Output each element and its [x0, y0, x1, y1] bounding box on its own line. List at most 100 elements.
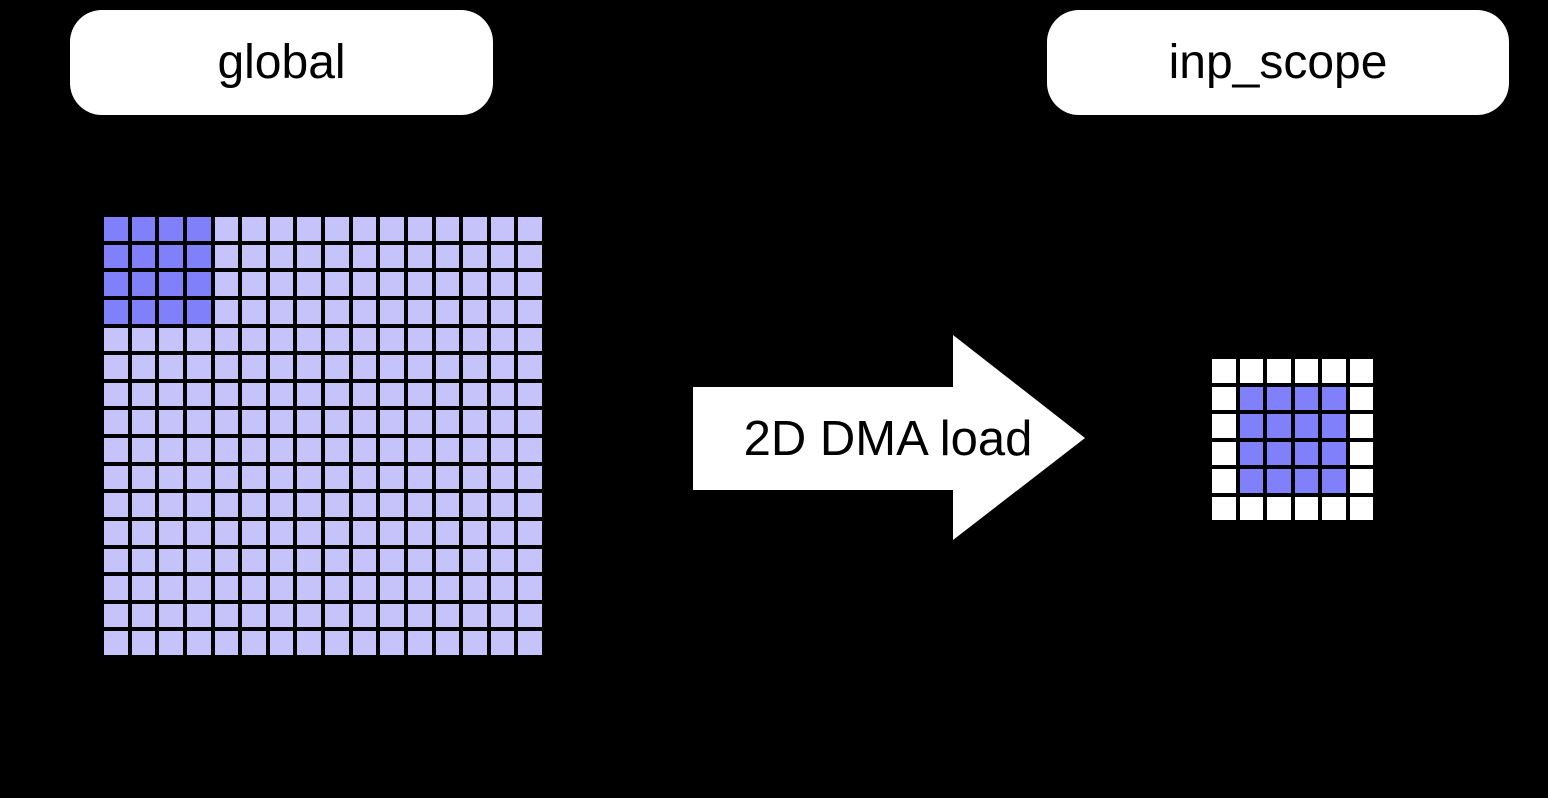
global-grid-cell [323, 463, 351, 492]
global-grid-cell [378, 463, 406, 492]
global-grid-cell [240, 629, 268, 657]
global-grid-cell [267, 380, 296, 409]
global-grid-cell [433, 601, 462, 630]
global-grid-cell [129, 353, 158, 381]
scope-grid-cell [1320, 494, 1348, 522]
global-grid-cell [157, 629, 185, 657]
global-grid-cell [461, 242, 489, 271]
global-grid-cell [405, 436, 434, 464]
scope-grid-cell [1292, 439, 1320, 467]
global-grid-cell [295, 491, 323, 519]
global-grid-cell [378, 242, 406, 271]
global-grid-cell [267, 491, 296, 519]
global-grid-cell [323, 408, 351, 436]
global-grid-cell [378, 518, 406, 547]
global-grid-cell [184, 270, 213, 298]
global-grid-cell [267, 270, 296, 298]
global-grid-cell [184, 380, 213, 409]
global-grid-cell [240, 491, 268, 519]
global-grid-cell [102, 297, 130, 326]
scope-grid-cell [1265, 412, 1293, 440]
global-grid-cell [378, 436, 406, 464]
global-grid-cell [240, 215, 268, 243]
global-grid-cell [184, 518, 213, 547]
global-grid-cell [516, 518, 544, 547]
global-grid-cell [295, 242, 323, 271]
scope-grid-cell [1265, 467, 1293, 495]
global-grid-cell [240, 601, 268, 630]
global-grid-cell [267, 463, 296, 492]
global-grid-cell [102, 601, 130, 630]
global-grid-cell [488, 215, 517, 243]
global-grid-cell [488, 463, 517, 492]
global-grid-cell [433, 325, 462, 354]
global-grid-cell [212, 215, 241, 243]
global-grid-cell [323, 353, 351, 381]
global-grid-cell [157, 408, 185, 436]
global-grid-cell [184, 242, 213, 271]
inp-scope-label: inp_scope [1047, 10, 1509, 115]
scope-grid-cell [1347, 357, 1375, 385]
global-grid-cell [129, 270, 158, 298]
global-grid-cell [461, 601, 489, 630]
scope-grid-cell [1265, 439, 1293, 467]
global-grid-cell [295, 436, 323, 464]
global-grid-cell [240, 242, 268, 271]
global-grid-cell [129, 215, 158, 243]
global-grid-cell [102, 518, 130, 547]
global-grid-cell [488, 574, 517, 602]
global-grid-cell [405, 546, 434, 575]
global-grid-cell [267, 242, 296, 271]
global-grid-cell [378, 491, 406, 519]
global-grid-cell [212, 546, 241, 575]
global-grid-cell [516, 408, 544, 436]
global-grid-cell [184, 436, 213, 464]
global-grid-cell [184, 408, 213, 436]
global-grid-cell [157, 491, 185, 519]
global-grid-cell [488, 270, 517, 298]
global-grid-cell [212, 491, 241, 519]
scope-grid-cell [1210, 384, 1238, 412]
global-grid-cell [516, 297, 544, 326]
scope-grid-cell [1265, 357, 1293, 385]
global-grid-cell [405, 463, 434, 492]
global-grid-cell [212, 242, 241, 271]
global-grid-cell [295, 518, 323, 547]
global-grid-cell [433, 215, 462, 243]
global-grid-cell [295, 574, 323, 602]
scope-grid-cell [1347, 439, 1375, 467]
global-grid-cell [157, 546, 185, 575]
global-grid-cell [516, 463, 544, 492]
global-grid-cell [516, 380, 544, 409]
scope-grid-cell [1347, 467, 1375, 495]
global-grid-cell [461, 574, 489, 602]
global-grid-cell [129, 436, 158, 464]
global-grid-cell [323, 629, 351, 657]
global-grid-cell [516, 325, 544, 354]
global-grid-cell [267, 601, 296, 630]
global-grid-cell [433, 380, 462, 409]
global-grid-cell [405, 270, 434, 298]
global-grid-cell [488, 408, 517, 436]
global-grid-cell [129, 574, 158, 602]
global-grid-cell [488, 380, 517, 409]
scope-grid-cell [1237, 384, 1265, 412]
global-grid-cell [102, 380, 130, 409]
global-grid-cell [461, 629, 489, 657]
global-grid-cell [240, 325, 268, 354]
scope-grid-cell [1292, 384, 1320, 412]
global-grid-cell [405, 380, 434, 409]
scope-grid-cell [1347, 384, 1375, 412]
global-grid-cell [516, 215, 544, 243]
global-grid-cell [378, 353, 406, 381]
global-grid-cell [102, 491, 130, 519]
global-grid-cell [184, 325, 213, 354]
global-grid-cell [212, 297, 241, 326]
global-grid-cell [240, 297, 268, 326]
global-grid-cell [378, 601, 406, 630]
global-grid-cell [295, 270, 323, 298]
global-grid-cell [295, 408, 323, 436]
global-grid-cell [102, 215, 130, 243]
global-grid-cell [102, 270, 130, 298]
